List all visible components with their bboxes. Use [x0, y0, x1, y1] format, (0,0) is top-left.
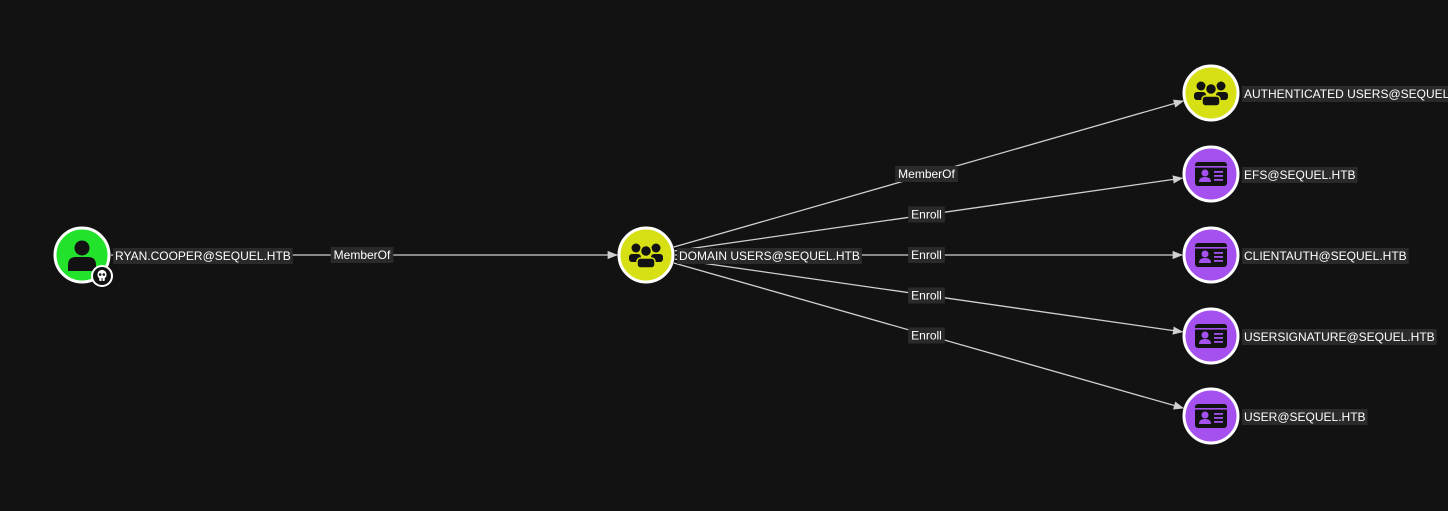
node-label-text: CLIENTAUTH@SEQUEL.HTB: [1244, 249, 1407, 263]
node-label[interactable]: USER@SEQUEL.HTB: [1242, 409, 1368, 425]
id-card-icon: [1195, 243, 1227, 267]
node-label[interactable]: USERSIGNATURE@SEQUEL.HTB: [1242, 329, 1437, 345]
node-label[interactable]: DOMAIN USERS@SEQUEL.HTB: [677, 248, 862, 264]
edge-label-text: MemberOf: [334, 248, 391, 262]
node-usersignature[interactable]: USERSIGNATURE@SEQUEL.HTB: [1182, 307, 1437, 365]
node-label-text: USERSIGNATURE@SEQUEL.HTB: [1244, 330, 1435, 344]
edge-label-text: Enroll: [911, 248, 942, 262]
nodes-layer: RYAN.COOPER@SEQUEL.HTB DOMAIN USERS@SEQUE…: [53, 64, 1448, 445]
node-clientauth[interactable]: CLIENTAUTH@SEQUEL.HTB: [1182, 226, 1409, 284]
node-label[interactable]: AUTHENTICATED USERS@SEQUEL: [1242, 86, 1448, 102]
group-icon: [629, 243, 663, 269]
edge-domain_users-efs[interactable]: Enroll: [674, 175, 1184, 252]
edge-label[interactable]: Enroll: [908, 287, 945, 304]
node-label-background: [1242, 409, 1368, 425]
node-user[interactable]: USER@SEQUEL.HTB: [1182, 387, 1368, 445]
node-label-text: AUTHENTICATED USERS@SEQUEL: [1244, 87, 1448, 101]
edge-label-background: [330, 247, 394, 263]
edge-domain_users-auth_users[interactable]: MemberOf: [673, 99, 1185, 248]
edge-label[interactable]: Enroll: [908, 247, 945, 263]
id-card-icon: [1195, 404, 1227, 428]
skull-icon: [91, 265, 113, 287]
group-icon: [1194, 81, 1228, 107]
user-icon: [68, 240, 96, 271]
edge-label-background: [908, 206, 945, 223]
edge-label[interactable]: MemberOf: [895, 166, 958, 182]
edge-label[interactable]: Enroll: [908, 206, 945, 223]
node-domain_users[interactable]: DOMAIN USERS@SEQUEL.HTB: [617, 226, 862, 284]
edge-label-background: [908, 327, 945, 344]
id-card-icon: [1195, 324, 1227, 348]
edge-label-background: [908, 247, 945, 263]
edge-label[interactable]: MemberOf: [330, 247, 394, 263]
node-label-text: USER@SEQUEL.HTB: [1244, 410, 1366, 424]
node-label-background: [1242, 329, 1437, 345]
node-label-background: [1242, 167, 1358, 183]
node-label[interactable]: EFS@SEQUEL.HTB: [1242, 167, 1358, 183]
node-auth_users[interactable]: AUTHENTICATED USERS@SEQUEL: [1182, 64, 1448, 122]
edge-domain_users-usersignature[interactable]: Enroll: [674, 258, 1184, 335]
node-ryan[interactable]: RYAN.COOPER@SEQUEL.HTB: [53, 226, 293, 287]
edge-label-text: MemberOf: [898, 167, 955, 181]
node-label[interactable]: RYAN.COOPER@SEQUEL.HTB: [113, 248, 293, 264]
node-label-text: DOMAIN USERS@SEQUEL.HTB: [679, 249, 860, 263]
node-label-text: RYAN.COOPER@SEQUEL.HTB: [115, 249, 291, 263]
node-label[interactable]: CLIENTAUTH@SEQUEL.HTB: [1242, 248, 1409, 264]
node-label-background: [1242, 248, 1409, 264]
edge-label-text: Enroll: [911, 329, 942, 343]
node-label-background: [113, 248, 293, 264]
node-label-background: [1242, 86, 1448, 102]
edge-label[interactable]: Enroll: [908, 327, 945, 344]
edge-label-text: Enroll: [911, 289, 942, 303]
edge-label-background: [908, 287, 945, 304]
node-efs[interactable]: EFS@SEQUEL.HTB: [1182, 145, 1358, 203]
edge-label-text: Enroll: [911, 208, 942, 222]
edge-domain_users-user[interactable]: Enroll: [673, 262, 1185, 410]
edge-ryan-domain_users[interactable]: MemberOf: [111, 247, 619, 263]
id-card-icon: [1195, 162, 1227, 186]
node-label-background: [677, 248, 862, 264]
node-label-text: EFS@SEQUEL.HTB: [1244, 168, 1356, 182]
edge-label-background: [895, 166, 958, 182]
